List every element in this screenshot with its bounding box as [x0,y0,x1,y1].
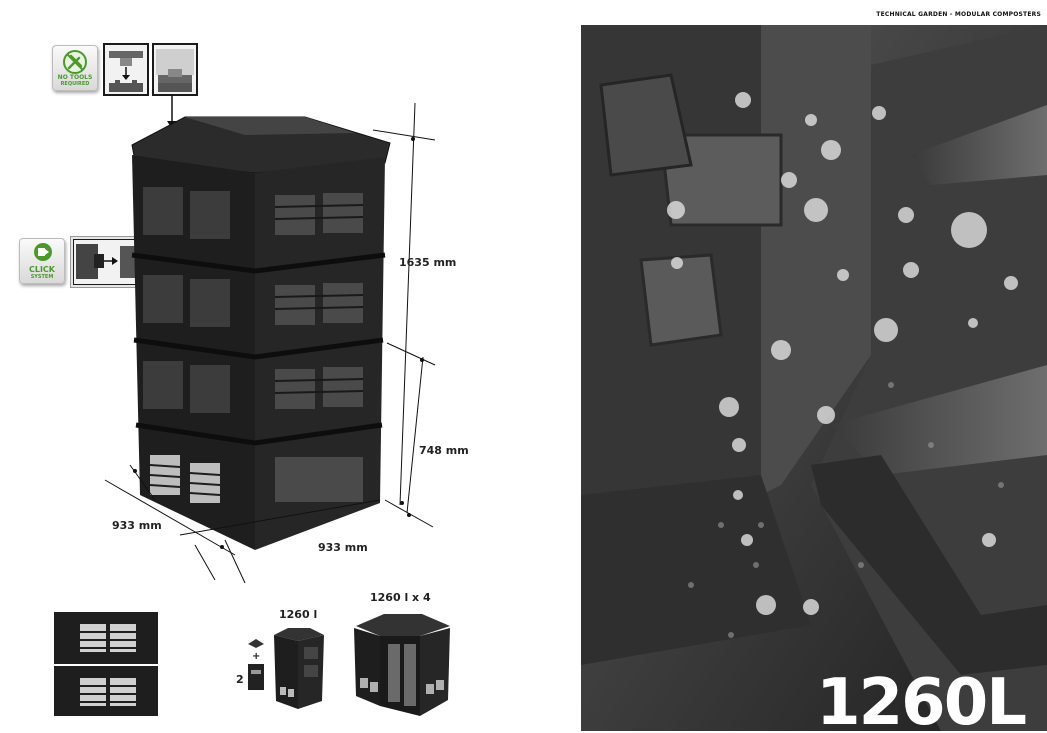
variant-stack-count: 2 [236,673,244,686]
page-header-title: TECHNICAL GARDEN - MODULAR COMPOSTERS [876,11,1041,18]
lid-detail-thumb-2 [152,43,198,96]
lid-and-base-parts-illustration [248,639,264,690]
click-detail-thumb-1 [73,239,141,285]
click-connector-illustration [76,244,136,279]
no-tools-icon [63,50,87,74]
dim-height-lower: 748 mm [419,444,469,457]
capacity-label: 1260L [816,666,1027,731]
dim-height-total: 1635 mm [399,256,457,269]
no-tools-line2: REQUIRED [60,81,90,87]
quad-composter-illustration [354,614,450,716]
wet-composter-texture [581,25,1047,731]
variant-stack-plus: + [252,651,261,662]
composter-illustration [104,102,436,584]
no-tools-badge: NO TOOLS REQUIRED [52,45,98,91]
no-tools-line1: NO TOOLS [57,74,93,81]
click-line2: SYSTEM [30,274,54,280]
click-icon [34,243,52,261]
lid-detail-thumb-1 [103,43,149,96]
lid-attached-illustration [156,49,194,92]
two-tier-module-illustration [54,612,158,716]
single-composter-illustration [274,628,324,709]
variant-quad-label: 1260 l x 4 [370,591,431,604]
product-closeup-photo: 1260L [581,25,1047,731]
click-line1: CLICK [28,265,55,274]
dim-width: 933 mm [318,541,368,554]
click-system-badge: CLICK SYSTEM [19,238,65,284]
lid-detail-illustration [109,51,143,92]
dim-depth: 933 mm [112,519,162,532]
variant-single-label: 1260 l [279,608,318,621]
